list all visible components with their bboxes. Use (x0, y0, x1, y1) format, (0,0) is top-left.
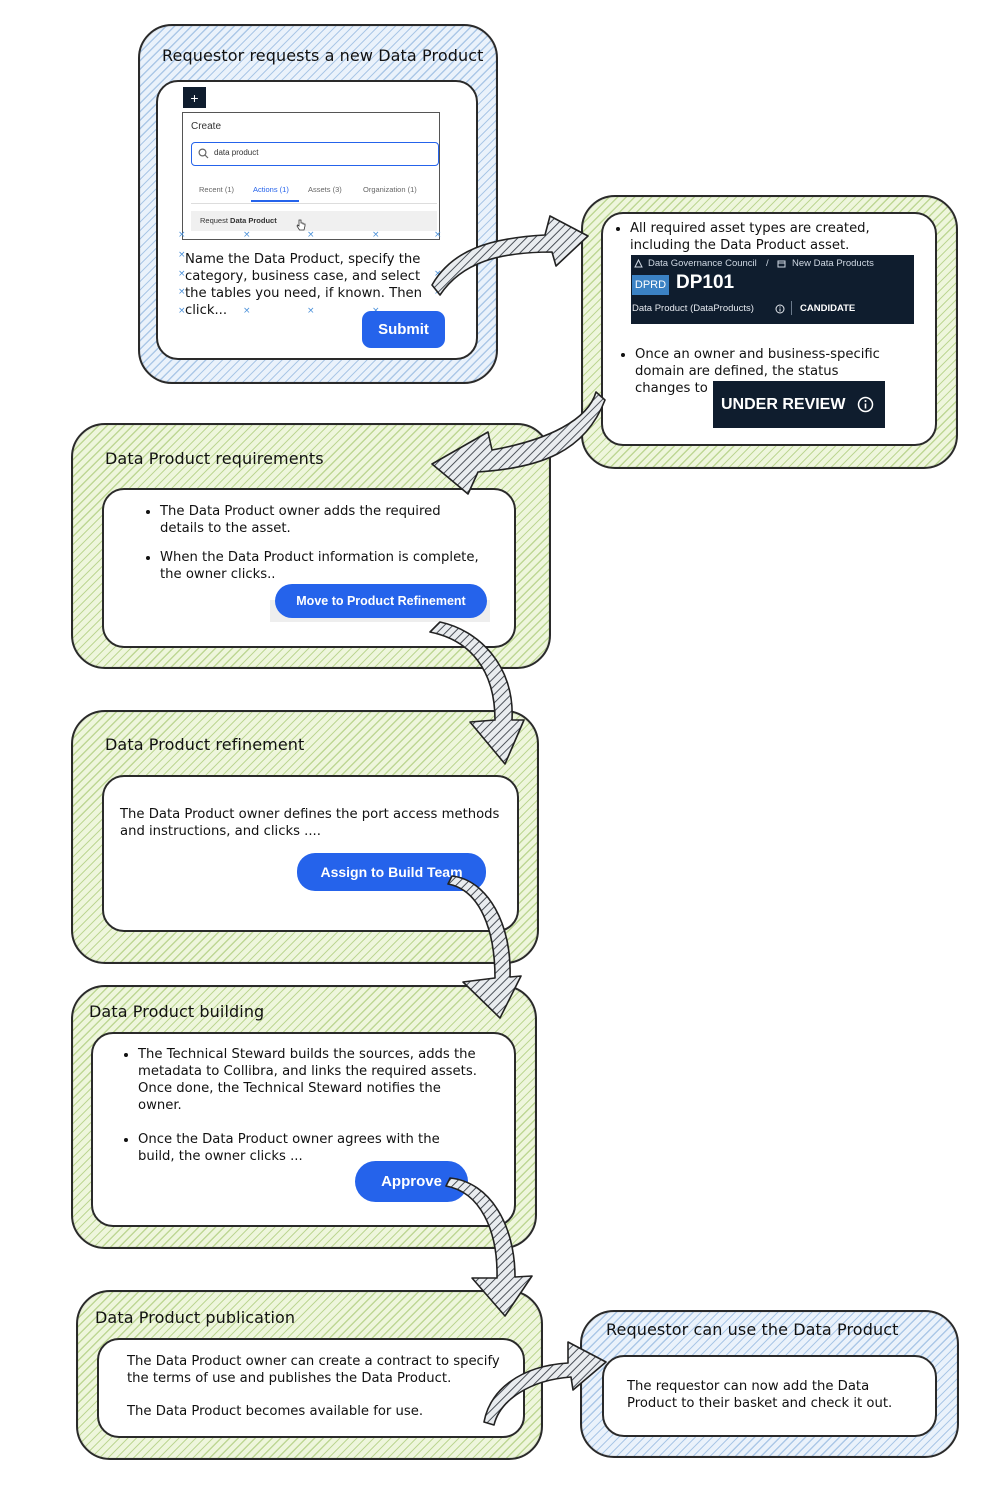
asset-status: CANDIDATE (800, 303, 856, 314)
breadcrumb-separator: / (766, 258, 769, 269)
approve-button[interactable]: Approve (355, 1161, 468, 1202)
tab-actions[interactable]: Actions (1) (253, 185, 289, 194)
search-icon (198, 148, 209, 159)
stage-refinement-title: Data Product refinement (105, 735, 305, 754)
stage-request-text: Name the Data Product, specify the categ… (185, 252, 423, 318)
move-to-product-refinement-button[interactable]: Move to Product Refinement (275, 584, 487, 618)
tab-recent[interactable]: Recent (1) (199, 185, 235, 194)
community-icon (634, 259, 643, 268)
tab-actions-underline (251, 200, 299, 202)
status-divider (791, 301, 792, 315)
info-icon[interactable] (775, 304, 785, 314)
tab-organization[interactable]: Organization (1) (363, 185, 417, 194)
tab-assets[interactable]: Assets (3) (308, 185, 342, 194)
asset-type-badge: DPRD (632, 275, 669, 295)
result-prefix: Request (200, 216, 231, 225)
stage-publication-title: Data Product publication (95, 1308, 296, 1327)
under-review-label: UNDER REVIEW (721, 395, 846, 413)
under-review-badge: UNDER REVIEW (713, 381, 885, 428)
publication-para-1: The Data Product owner can create a cont… (127, 1354, 500, 1386)
search-input[interactable]: data product (191, 142, 439, 166)
create-label: Create (191, 121, 222, 132)
requirements-bullet-2: When the Data Product information is com… (160, 549, 487, 583)
create-dialog: Create data product Recent (1) Actions (… (182, 112, 440, 240)
submit-button[interactable]: Submit (362, 311, 445, 348)
stage-use-title: Requestor can use the Data Product (606, 1320, 899, 1339)
plus-button[interactable]: + (183, 87, 206, 108)
stage-request-title: Requestor requests a new Data Product (162, 46, 484, 65)
stage-use-panel (602, 1355, 937, 1437)
publication-para-2: The Data Product becomes available for u… (127, 1404, 424, 1419)
assets-bullet-2-text: Once an owner and business-specific doma… (635, 346, 880, 397)
stage-publication-text: The Data Product owner can create a cont… (127, 1353, 502, 1420)
asset-header-panel: Data Governance Council / New Data Produ… (631, 255, 914, 324)
breadcrumb-domain[interactable]: New Data Products (792, 258, 874, 269)
stage-requirements-title: Data Product requirements (105, 449, 324, 468)
stage-building-bullets: The Technical Steward builds the sources… (120, 1046, 480, 1177)
stage-use-text: The requestor can now add the Data Produ… (627, 1379, 893, 1411)
assign-to-build-team-button[interactable]: Assign to Build Team (297, 853, 486, 891)
stage-building-title: Data Product building (89, 1002, 265, 1021)
plus-icon: + (190, 89, 199, 106)
building-bullet-2: Once the Data Product owner agrees with … (138, 1131, 480, 1165)
breadcrumb-community[interactable]: Data Governance Council (648, 258, 757, 269)
result-bold: Data Product (230, 216, 277, 225)
search-value: data product (214, 148, 259, 157)
asset-type: Data Product (DataProducts) (632, 303, 754, 314)
stage-publication-panel (97, 1338, 525, 1438)
cursor-hand-icon (296, 219, 306, 231)
requirements-bullet-1: The Data Product owner adds the required… (160, 503, 487, 537)
assets-bullet-1-text: All required asset types are created, in… (630, 220, 914, 254)
result-request-data-product[interactable]: Request Data Product (191, 211, 437, 231)
info-icon[interactable] (857, 396, 874, 413)
domain-icon (777, 260, 786, 268)
stage-requirements-bullets: The Data Product owner adds the required… (142, 503, 487, 595)
stage-assets-bullet-2: Once an owner and business-specific doma… (618, 346, 880, 397)
building-bullet-1: The Technical Steward builds the sources… (138, 1046, 480, 1114)
asset-name: DP101 (676, 272, 735, 293)
stage-assets-bullet-1: All required asset types are created, in… (614, 220, 914, 254)
stage-refinement-text: The Data Product owner defines the port … (120, 807, 500, 839)
tabs-divider (191, 203, 437, 204)
